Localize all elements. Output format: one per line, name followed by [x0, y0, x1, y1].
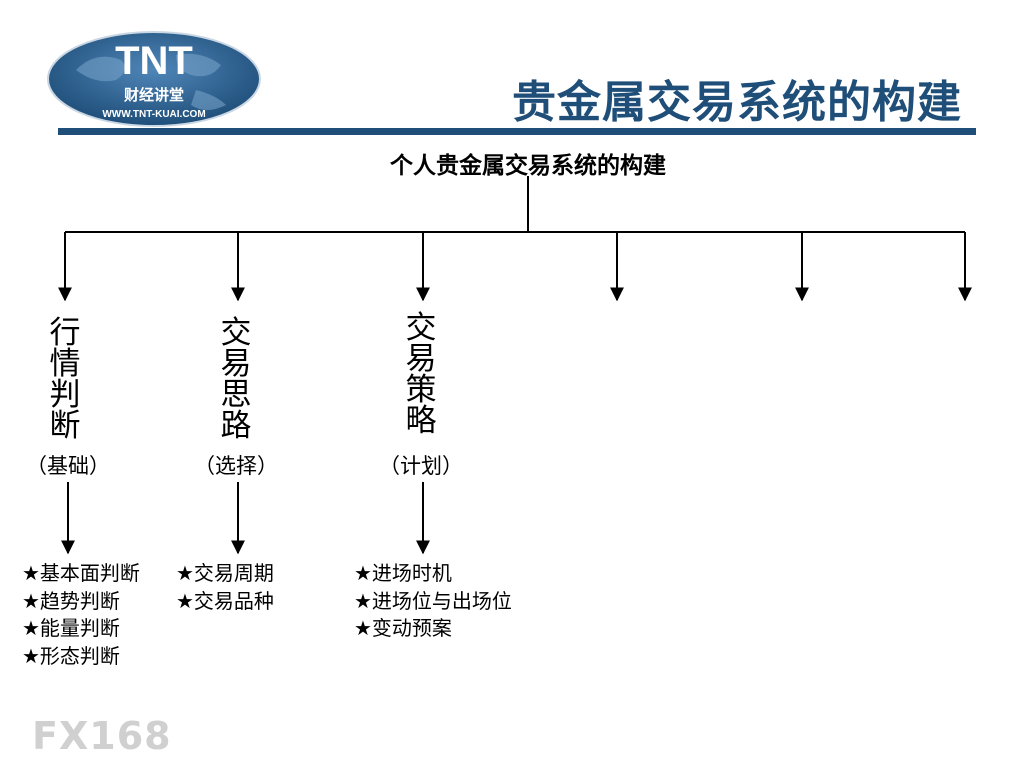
- list-item: ★进场时机: [354, 561, 452, 585]
- list-item: ★交易品种: [176, 588, 274, 613]
- branch-label-1: 行情判断: [49, 315, 81, 444]
- branch-label-2: 交易思路: [220, 315, 252, 444]
- branch-list-2: ★交易周期 ★交易品种: [176, 560, 274, 615]
- branch-list-1: ★基本面判断 ★趋势判断 ★能量判断 ★形态判断: [22, 560, 140, 670]
- slide-title: 贵金属交易系统的构建: [512, 77, 962, 128]
- branch-sublabel-1: （基础）: [26, 454, 110, 478]
- tnt-logo: TNT 财经讲堂 WWW.TNT-KUAI.COM: [47, 31, 261, 127]
- logo-url: WWW.TNT-KUAI.COM: [102, 109, 205, 120]
- list-item: ★交易周期: [176, 561, 274, 585]
- list-item: ★能量判断: [22, 616, 120, 640]
- logo-subtitle: 财经讲堂: [124, 86, 184, 104]
- branch-sublabel-3: （计划）: [379, 454, 463, 478]
- diagram-root-label: 个人贵金属交易系统的构建: [390, 153, 666, 179]
- branch-sublabel-2: （选择）: [194, 454, 278, 478]
- list-item: ★趋势判断: [22, 588, 120, 613]
- branch-list-3: ★进场时机 ★进场位与出场位 ★变动预案: [354, 560, 512, 643]
- logo-world-map-icon: [76, 53, 226, 110]
- logo-text: TNT: [115, 39, 193, 83]
- title-divider: [58, 128, 976, 135]
- fx168-watermark: FX168: [32, 714, 172, 758]
- list-item: ★基本面判断: [22, 561, 140, 585]
- list-item: ★形态判断: [22, 643, 120, 668]
- list-item: ★进场位与出场位: [354, 588, 512, 613]
- list-item: ★变动预案: [354, 616, 452, 640]
- branch-label-3: 交易策略: [405, 310, 437, 439]
